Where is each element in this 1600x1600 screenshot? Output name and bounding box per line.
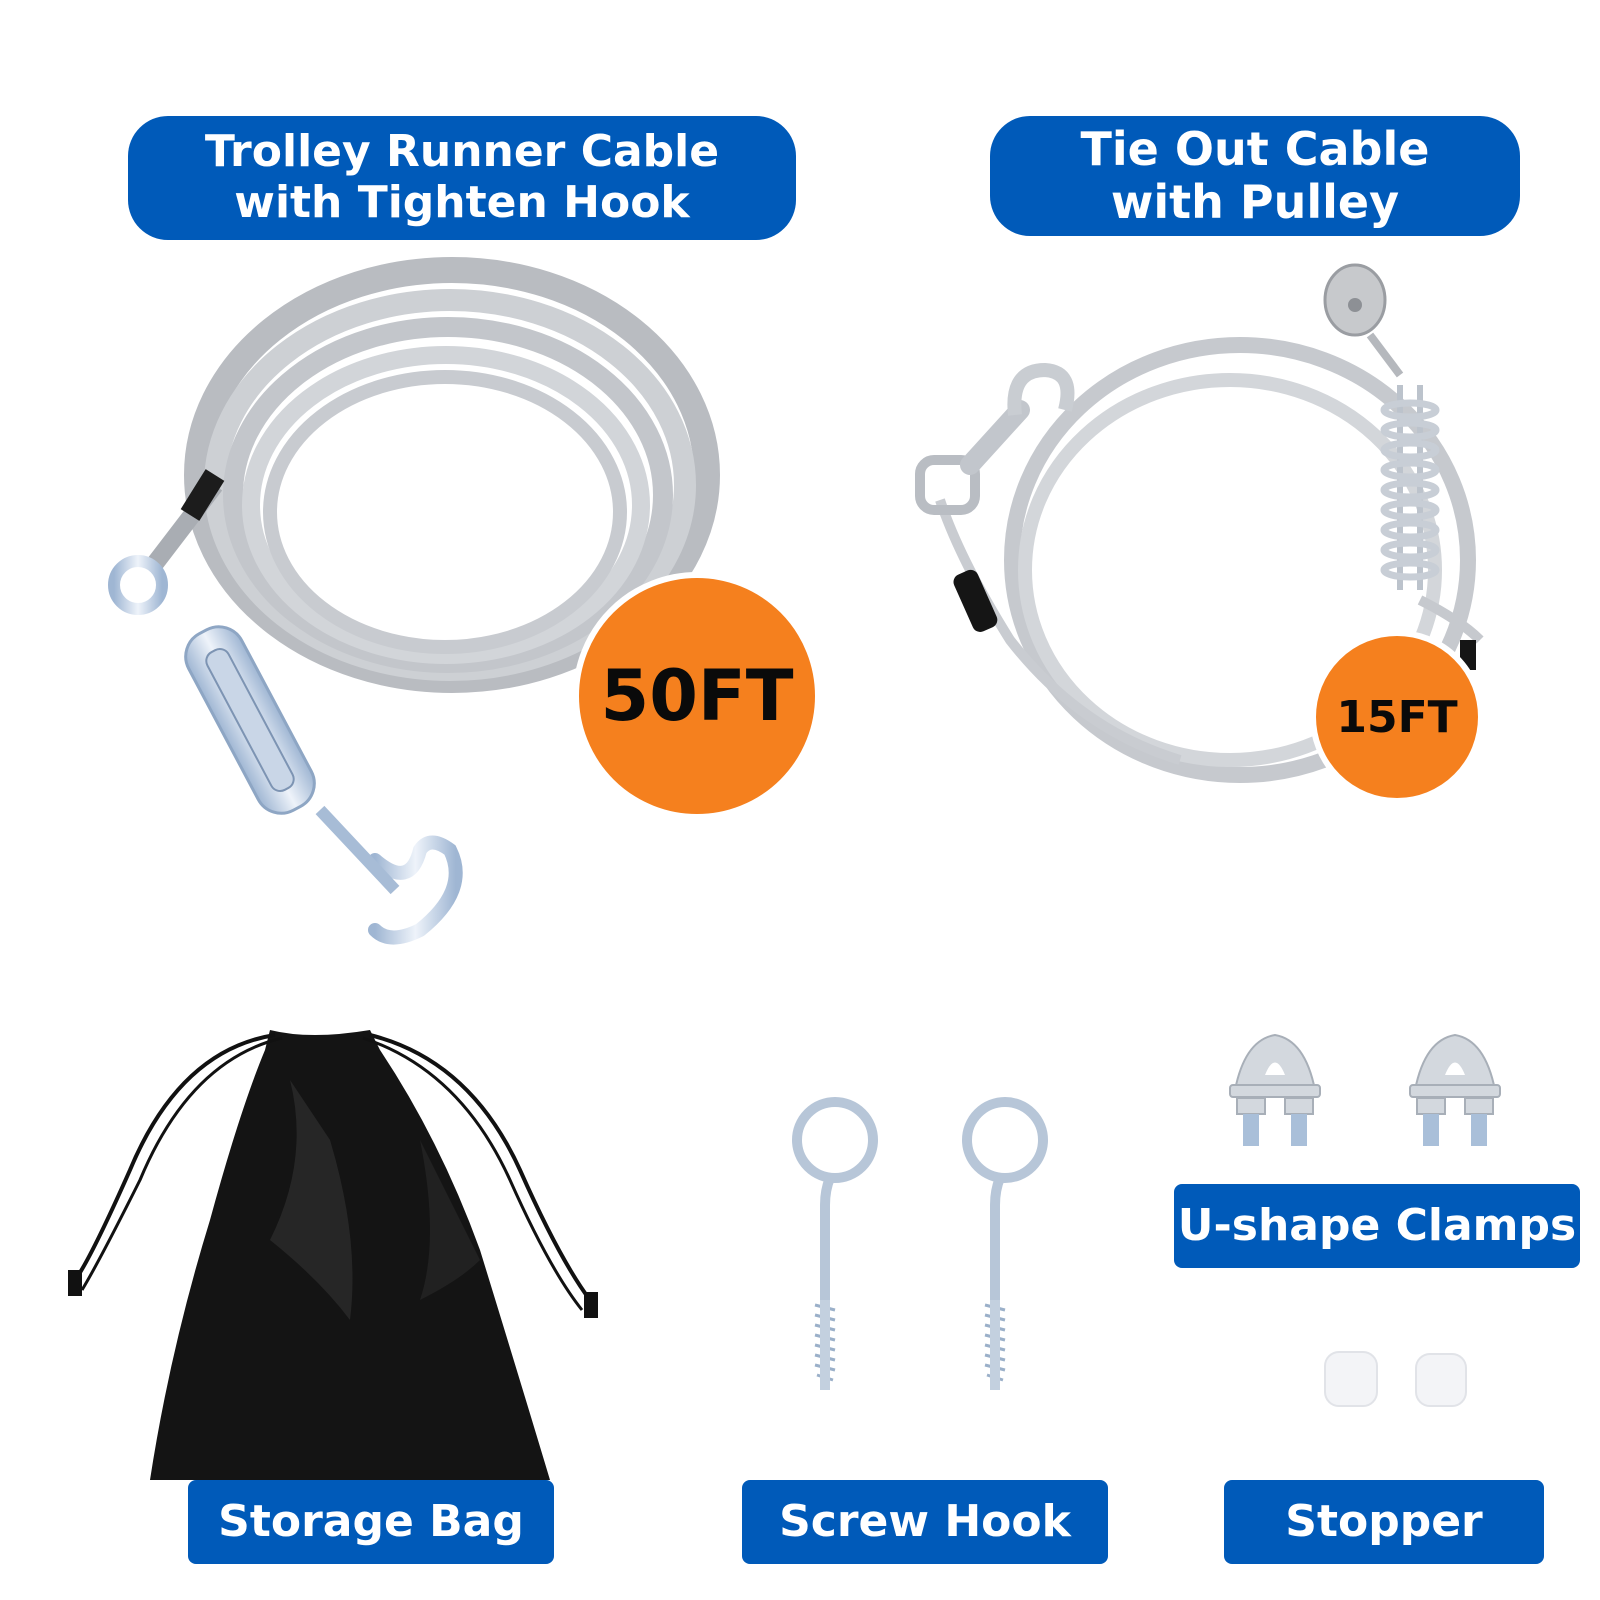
u-shape-clamps-label-text: U-shape Clamps (1177, 1199, 1577, 1251)
tie-out-cable-length-badge: 15FT (1310, 630, 1484, 804)
white-stopper-icon (1324, 1351, 1467, 1407)
trolley-cable-title: Trolley Runner Cable with Tighten Hook (128, 116, 796, 240)
storage-bag-label: Storage Bag (188, 1480, 554, 1564)
tie-out-cable-title-line1: Tie Out Cable (1080, 122, 1430, 177)
u-shape-clamps-label: U-shape Clamps (1174, 1184, 1580, 1268)
storage-bag-label-text: Storage Bag (218, 1495, 524, 1547)
stopper-label-text: Stopper (1285, 1495, 1483, 1547)
coiled-cable-with-turnbuckle-icon (108, 257, 720, 945)
wire-rope-clamp-icon (1229, 1033, 1501, 1146)
stopper-label: Stopper (1224, 1480, 1544, 1564)
drawstring-bag-icon (68, 1030, 598, 1480)
tie-out-cable-title-line2: with Pulley (1110, 175, 1400, 229)
trolley-cable-length-text: 50FT (600, 655, 794, 737)
screw-hook-label-text: Screw Hook (779, 1495, 1071, 1547)
cable-with-snap-hook-spring-pulley-icon (915, 263, 1484, 783)
screw-hook-label: Screw Hook (742, 1480, 1108, 1564)
tie-out-cable-length-text: 15FT (1336, 691, 1458, 743)
trolley-cable-length-badge: 50FT (573, 572, 821, 820)
trolley-cable-title-line2: with Tighten Hook (234, 177, 690, 228)
tie-out-cable-title: Tie Out Cable with Pulley (990, 116, 1520, 236)
trolley-cable-title-line1: Trolley Runner Cable (204, 126, 720, 178)
eye-screw-hook-icon (792, 1097, 1048, 1390)
